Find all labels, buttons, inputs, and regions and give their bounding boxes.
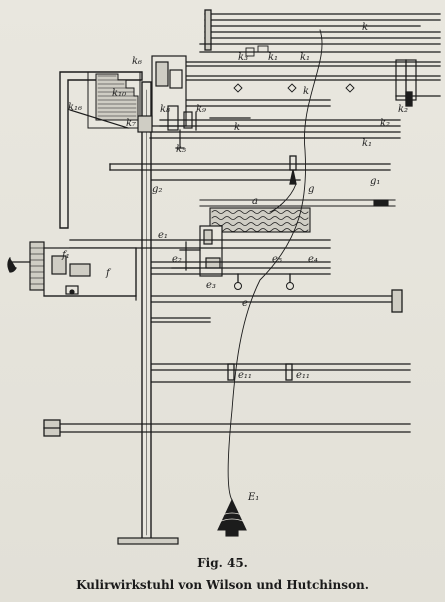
label-k1b: k₁ bbox=[268, 52, 278, 63]
figure-number: Fig. 45. bbox=[197, 556, 248, 570]
label-k9: k₉ bbox=[196, 104, 206, 115]
label-g2: g₂ bbox=[152, 184, 162, 195]
label-e11a: e₁₁ bbox=[238, 370, 252, 381]
label-e5: e₅ bbox=[272, 254, 282, 265]
label-k10: k₁₀ bbox=[112, 88, 126, 99]
label-f: f bbox=[105, 268, 112, 279]
label-k1: k₁ bbox=[300, 52, 310, 63]
label-e4: e₄ bbox=[308, 254, 318, 265]
label-a: a bbox=[252, 196, 258, 207]
label-k7: k₇ bbox=[126, 118, 136, 129]
label-k6: k₆ bbox=[132, 56, 142, 67]
label-e1: e₁ bbox=[158, 230, 168, 241]
drive-gear bbox=[29, 241, 137, 301]
label-k5: k₅ bbox=[176, 144, 186, 155]
label-e11b: e₁₁ bbox=[296, 370, 310, 381]
label-k16: k₁₆ bbox=[68, 102, 82, 113]
upper-rails bbox=[159, 9, 441, 107]
label-E1: E₁ bbox=[247, 492, 259, 503]
bobbin-icon bbox=[217, 498, 247, 537]
label-k2b: k₂ bbox=[380, 118, 390, 129]
label-k: k bbox=[362, 22, 368, 33]
label-k8: k₈ bbox=[160, 104, 170, 115]
knitting-bed bbox=[199, 199, 396, 233]
presser-mechanism bbox=[171, 225, 223, 277]
main-column bbox=[117, 81, 179, 545]
label-g1: g₁ bbox=[370, 176, 380, 187]
label-kb: k bbox=[234, 122, 240, 133]
crank-handle-icon bbox=[7, 257, 31, 273]
label-f1: f₁ bbox=[61, 250, 70, 261]
figure-title: Kulirwirkstuhl von Wilson und Hutchinson… bbox=[76, 578, 369, 592]
label-e2: e₂ bbox=[172, 254, 182, 265]
needle-bar-mechanism bbox=[137, 55, 401, 149]
right-rods bbox=[151, 289, 403, 323]
left-frame bbox=[59, 71, 143, 229]
label-kmid: k bbox=[303, 86, 309, 97]
sinker-rods bbox=[109, 155, 391, 185]
label-e: e bbox=[242, 298, 248, 309]
yarn-thread bbox=[227, 29, 323, 501]
label-k3: k₃ bbox=[238, 52, 248, 63]
label-e3: e₃ bbox=[206, 280, 216, 291]
label-g: g bbox=[308, 184, 314, 195]
part-labels: k k₁ k₁ k₃ k₂ k₂ k₁ k k₆ k₁₀ k₁₆ k₇ k₈ k… bbox=[61, 22, 408, 503]
label-k1-lower: k₁ bbox=[362, 138, 372, 149]
lower-rods bbox=[69, 239, 331, 290]
thread-guide-rods bbox=[43, 363, 411, 437]
label-k2: k₂ bbox=[398, 104, 408, 115]
machine-drawing: k k₁ k₁ k₃ k₂ k₂ k₁ k k₆ k₁₀ k₁₆ k₇ k₈ k… bbox=[7, 9, 441, 545]
